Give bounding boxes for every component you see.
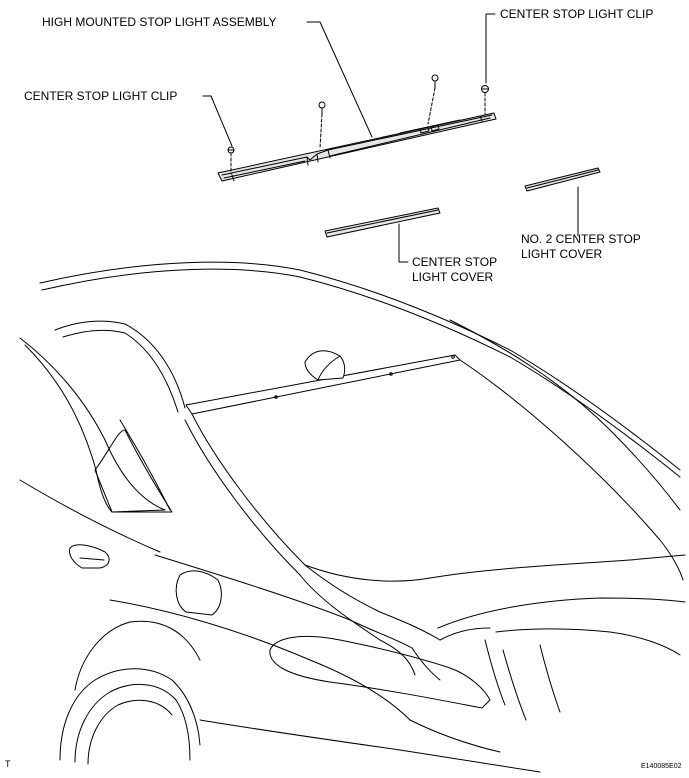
label-center-stop-light-clip-right: CENTER STOP LIGHT CLIP <box>500 7 654 21</box>
screw-middle <box>318 101 326 149</box>
figure-code: E140085E02 <box>641 763 682 770</box>
leader-lines <box>202 13 579 263</box>
label-no2-center-stop-light-cover-line2: LIGHT COVER <box>521 247 603 261</box>
car-body <box>19 261 686 773</box>
clip-left <box>227 146 235 175</box>
no2-center-stop-light-cover <box>524 167 601 192</box>
screw-right <box>427 74 439 125</box>
label-no2-center-stop-light-cover-line1: NO. 2 CENTER STOP <box>521 232 641 246</box>
leader-high-mounted <box>306 21 373 138</box>
leader-clip-right <box>485 13 496 84</box>
label-center-stop-light-clip-left: CENTER STOP LIGHT CLIP <box>24 89 178 103</box>
center-stop-light-cover <box>324 207 441 238</box>
leader-clip-left <box>202 95 233 147</box>
label-center-stop-light-cover-line1: CENTER STOP <box>412 255 498 269</box>
label-high-mounted-stop-light-assembly: HIGH MOUNTED STOP LIGHT ASSEMBLY <box>42 15 277 29</box>
label-center-stop-light-cover-line2: LIGHT COVER <box>412 270 494 284</box>
corner-mark: T <box>5 759 11 769</box>
high-mounted-stop-light-assembly <box>217 112 497 182</box>
clip-right <box>481 85 489 115</box>
leader-center-cover <box>398 223 409 263</box>
